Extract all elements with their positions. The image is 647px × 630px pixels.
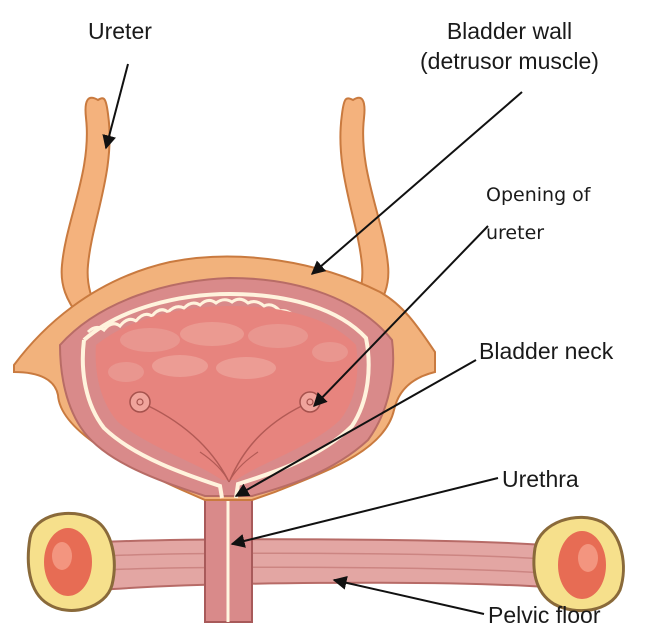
pelvic-floor-band bbox=[100, 539, 545, 590]
label-bladder-wall: Bladder wall (detrusor muscle) bbox=[420, 16, 599, 76]
left-ureter bbox=[62, 98, 110, 318]
urethra bbox=[205, 490, 252, 622]
pelvic-floor bbox=[28, 513, 623, 610]
ureter-arrow bbox=[106, 64, 128, 148]
label-urethra: Urethra bbox=[502, 464, 579, 494]
label-bladder-neck: Bladder neck bbox=[479, 336, 613, 366]
right-pelvic-bone bbox=[534, 517, 624, 610]
left-ureter-opening bbox=[130, 392, 150, 412]
label-opening-of-ureter: Opening of ureter bbox=[486, 176, 590, 252]
label-ureter: Ureter bbox=[88, 16, 152, 46]
pelvic-floor-arrow bbox=[334, 580, 484, 614]
left-pelvic-bone bbox=[28, 513, 114, 610]
label-pelvic-floor: Pelvic floor bbox=[488, 600, 600, 630]
